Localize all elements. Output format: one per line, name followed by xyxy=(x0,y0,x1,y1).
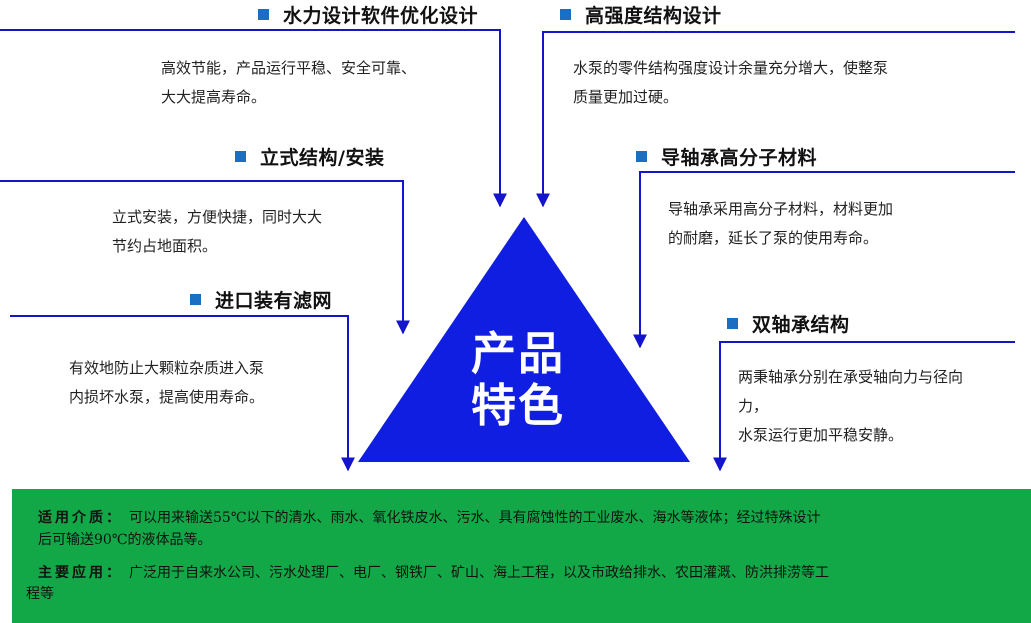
feature-desc-dual-bearing: 两秉轴承分别在承受轴向力与径向 力， 水泵运行更加平稳安静。 xyxy=(738,368,964,444)
application-text: 广泛用于自来水公司、污水处理厂、电厂、钢铁厂、矿山、海上工程，以及市政给排水、农… xyxy=(129,565,829,581)
medium-line: 适用介质： 可以用来输送55℃以下的清水、雨水、氧化铁皮水、污水、具有腐蚀性的工业… xyxy=(38,508,820,528)
feature-desc-high-strength: 水泵的零件结构强度设计余量充分增大，使整泵 质量更加过硬。 xyxy=(573,59,889,106)
square-bullet-icon xyxy=(560,9,571,20)
medium-line-2: 后可输送90℃的液体品等。 xyxy=(38,530,211,550)
feature-desc-vertical-structure: 立式安装，方便快捷，同时大大 节约占地面积。 xyxy=(112,208,323,255)
application-line: 主要应用： 广泛用于自来水公司、污水处理厂、电厂、钢铁厂、矿山、海上工程，以及市政… xyxy=(38,563,829,583)
application-line-2: 程等 xyxy=(26,584,54,604)
connector-dual xyxy=(713,341,1015,472)
center-label-line-2: 特色 xyxy=(470,379,565,432)
feature-title-inlet-filter: 进口装有滤网 xyxy=(190,286,332,313)
feature-title-water-design: 水力设计软件优化设计 xyxy=(258,1,478,28)
square-bullet-icon xyxy=(258,9,269,20)
center-label-line-1: 产品 xyxy=(470,327,565,380)
connector-strength xyxy=(536,31,1015,208)
square-bullet-icon xyxy=(727,318,738,329)
square-bullet-icon xyxy=(636,151,647,162)
square-bullet-icon xyxy=(235,151,246,162)
connector-water xyxy=(0,29,507,208)
feature-title-vertical-structure: 立式结构/安装 xyxy=(235,143,384,170)
center-label: 产品 特色 xyxy=(444,328,592,432)
feature-title-guide-bearing: 导轴承高分子材料 xyxy=(636,143,817,170)
connector-vertical xyxy=(0,180,410,335)
center-triangle xyxy=(358,217,690,462)
feature-desc-guide-bearing: 导轴承采用高分子材料，材料更加 的耐磨，延长了泵的使用寿命。 xyxy=(668,200,894,247)
connector-bearing xyxy=(633,171,1015,349)
medium-text: 可以用来输送55℃以下的清水、雨水、氧化铁皮水、污水、具有腐蚀性的工业废水、海水… xyxy=(129,510,821,526)
square-bullet-icon xyxy=(190,294,201,305)
feature-desc-water-design: 高效节能，产品运行平稳、安全可靠、 大大提高寿命。 xyxy=(161,59,417,106)
feature-desc-inlet-filter: 有效地防止大颗粒杂质进入泵 内损坏水泵，提高使用寿命。 xyxy=(69,359,265,406)
application-label: 主要应用： xyxy=(38,565,123,581)
feature-title-high-strength: 高强度结构设计 xyxy=(560,1,722,28)
application-text-2: 程等 xyxy=(26,586,54,602)
medium-label: 适用介质： xyxy=(38,510,123,526)
application-footer: 适用介质： 可以用来输送55℃以下的清水、雨水、氧化铁皮水、污水、具有腐蚀性的工业… xyxy=(12,489,1031,623)
connector-filter xyxy=(10,315,355,472)
medium-text-2: 后可输送90℃的液体品等。 xyxy=(38,532,212,548)
feature-title-dual-bearing: 双轴承结构 xyxy=(727,310,850,337)
